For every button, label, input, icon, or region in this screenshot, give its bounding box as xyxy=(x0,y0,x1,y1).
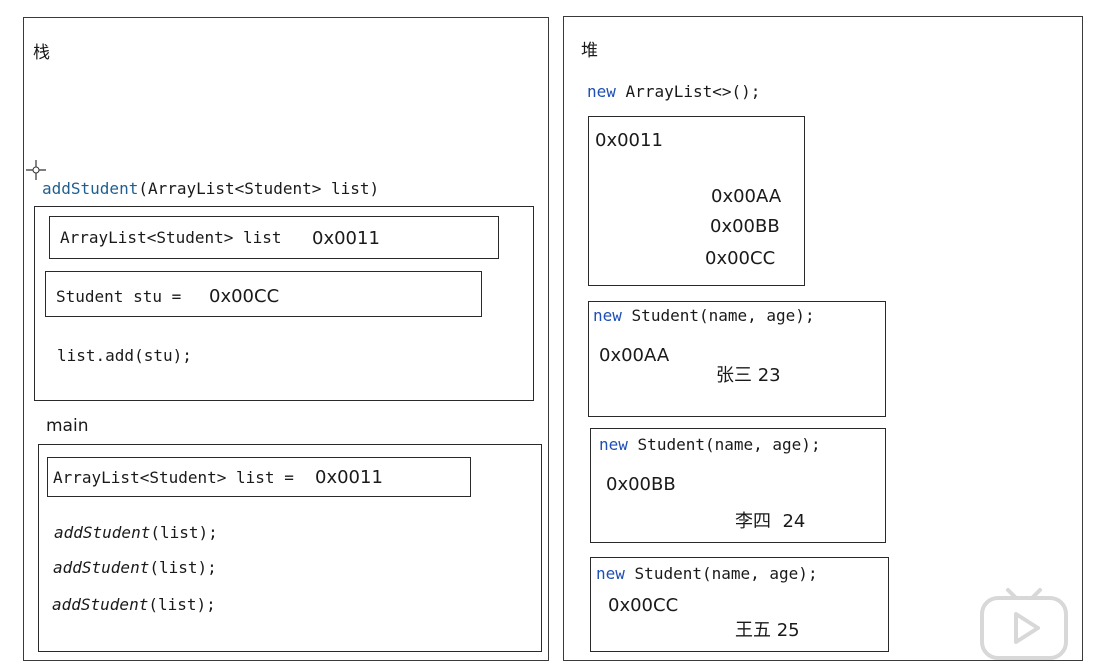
new-keyword: new xyxy=(593,306,622,325)
add-student-signature: addStudent(ArrayList<Student> list) xyxy=(42,179,379,198)
student-new-expr: new Student(name, age); xyxy=(599,435,821,454)
heap-list-object xyxy=(588,116,805,286)
crosshair-cursor-icon xyxy=(26,160,46,180)
stu-decl: Student stu = xyxy=(56,287,182,306)
heap-student-object xyxy=(590,428,886,543)
main-list-var xyxy=(47,457,471,497)
add-student-list-decl: ArrayList<Student> list xyxy=(60,228,282,247)
call-args: (list); xyxy=(149,558,217,577)
heap-title: 堆 xyxy=(581,41,598,61)
main-call-3: addStudent(list); xyxy=(52,595,216,614)
list-add-call: list.add(stu); xyxy=(57,346,192,365)
heap-student-object xyxy=(590,557,889,652)
main-call-2: addStudent(list); xyxy=(53,558,217,577)
stu-value: 0x00CC xyxy=(209,286,280,307)
add-student-stu-var xyxy=(45,271,482,317)
student-new-expr: new Student(name, age); xyxy=(593,306,815,325)
heap-list-new: new ArrayList<>(); xyxy=(587,82,760,101)
heap-student-object xyxy=(588,301,886,417)
call-method-name: addStudent xyxy=(53,558,150,577)
student-new-expr: new Student(name, age); xyxy=(596,564,818,583)
student-address: 0x00CC xyxy=(608,595,679,616)
stack-title: 栈 xyxy=(33,43,50,63)
main-list-value: 0x0011 xyxy=(315,467,383,488)
list-ctor: ArrayList<>(); xyxy=(625,82,761,101)
call-args: (list); xyxy=(148,595,216,614)
add-student-list-var xyxy=(49,216,499,259)
list-element: 0x00CC xyxy=(705,248,776,269)
main-call-1: addStudent(list); xyxy=(54,523,218,542)
add-student-list-value: 0x0011 xyxy=(312,228,380,249)
call-args: (list); xyxy=(150,523,218,542)
play-button[interactable] xyxy=(976,576,1072,662)
student-ctor: Student(name, age); xyxy=(634,564,818,583)
student-ctor: Student(name, age); xyxy=(631,306,815,325)
list-object-address: 0x0011 xyxy=(595,130,663,151)
new-keyword: new xyxy=(587,82,616,101)
student-info: 李四 24 xyxy=(735,511,806,532)
student-address: 0x00BB xyxy=(606,474,676,495)
main-list-decl: ArrayList<Student> list = xyxy=(53,468,294,487)
play-icon xyxy=(980,588,1068,660)
add-student-method-name: addStudent xyxy=(42,179,139,198)
main-label: main xyxy=(46,416,89,436)
call-method-name: addStudent xyxy=(52,595,149,614)
call-method-name: addStudent xyxy=(54,523,151,542)
student-info: 张三 23 xyxy=(716,365,781,386)
student-ctor: Student(name, age); xyxy=(637,435,821,454)
list-element: 0x00BB xyxy=(710,216,780,237)
new-keyword: new xyxy=(596,564,625,583)
list-element: 0x00AA xyxy=(711,186,782,207)
add-student-params: (ArrayList<Student> list) xyxy=(138,179,380,198)
new-keyword: new xyxy=(599,435,628,454)
student-info: 王五 25 xyxy=(735,620,800,641)
student-address: 0x00AA xyxy=(599,345,670,366)
